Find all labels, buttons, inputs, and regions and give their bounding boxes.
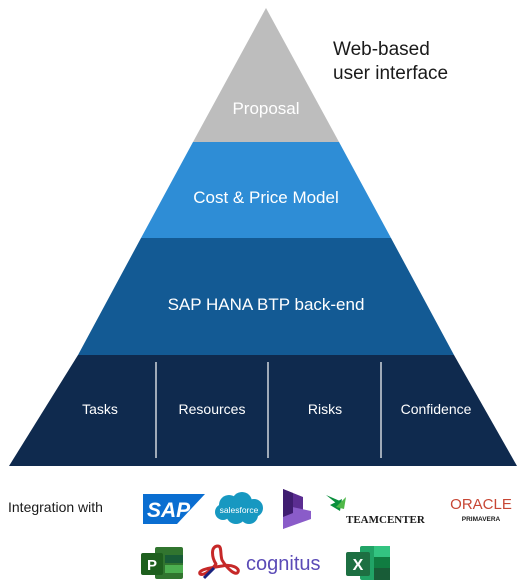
cognitus-logo: cognitus xyxy=(246,553,321,575)
sap-logo: SAP xyxy=(143,494,205,524)
dynamics-logo xyxy=(283,489,311,529)
tier-backend xyxy=(78,238,454,355)
tier-proposal-label: Proposal xyxy=(232,99,299,118)
oracle-logo-text: ORACLE xyxy=(450,496,512,513)
acrobat-logo xyxy=(198,544,240,580)
tier-base xyxy=(9,355,517,466)
sap-logo-text: SAP xyxy=(147,499,191,522)
ms-project-logo: P xyxy=(141,547,183,579)
tier-proposal xyxy=(193,8,339,142)
excel-letter: X xyxy=(353,557,364,574)
base-cell-tasks: Tasks xyxy=(82,401,118,417)
ms-project-letter: P xyxy=(147,557,157,574)
base-cell-resources: Resources xyxy=(179,401,246,417)
side-note-line-1: Web-based xyxy=(333,39,430,60)
tier-backend-label: SAP HANA BTP back-end xyxy=(168,295,365,314)
salesforce-logo: salesforce xyxy=(215,492,263,524)
integration-label: Integration with xyxy=(8,499,103,515)
primavera-logo-text: PRIMAVERA xyxy=(462,516,501,523)
oracle-primavera-logo: ORACLE PRIMAVERA xyxy=(450,496,512,523)
side-note-line-2: user interface xyxy=(333,63,449,84)
ui-side-note: Web-based user interface xyxy=(333,38,448,86)
tier-cost-price-model-label: Cost & Price Model xyxy=(193,188,339,207)
excel-logo: X xyxy=(346,546,390,580)
pyramid-diagram: Proposal Cost & Price Model SAP HANA BTP… xyxy=(9,8,517,466)
base-cell-confidence: Confidence xyxy=(401,401,472,417)
base-cell-risks: Risks xyxy=(308,401,342,417)
tier-cost-price-model xyxy=(141,142,391,238)
cognitus-logo-text: cognitus xyxy=(246,553,321,575)
salesforce-logo-text: salesforce xyxy=(220,505,259,515)
teamcenter-logo-text: TEAMCENTER xyxy=(346,514,426,526)
teamcenter-logo: TEAMCENTER xyxy=(326,495,426,526)
